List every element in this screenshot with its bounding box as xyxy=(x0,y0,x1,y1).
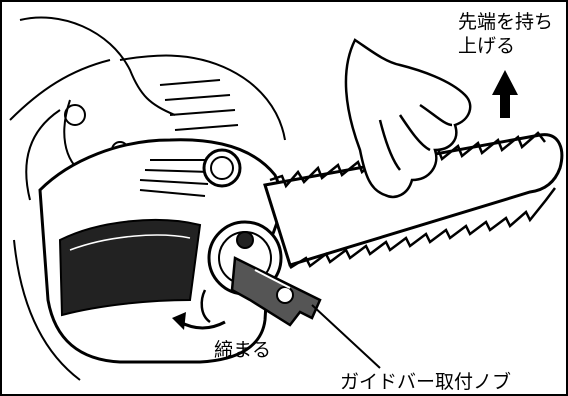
lift-arrow xyxy=(492,70,518,118)
tighten-label: 締まる xyxy=(214,339,271,361)
side-cover xyxy=(38,138,282,364)
hand-illustration xyxy=(344,38,472,199)
chain-bottom xyxy=(289,187,556,270)
guide-bar-knob xyxy=(207,220,322,327)
guide-bar xyxy=(263,131,564,270)
tighten-arrow xyxy=(172,289,226,330)
knob-label: ガイドバー取付ノブ xyxy=(340,370,511,393)
lift-tip-label-line1: 先端を持ち xyxy=(458,11,553,33)
lift-tip-label-line2: 上げる xyxy=(458,35,515,57)
knob-leader-line xyxy=(311,304,381,369)
